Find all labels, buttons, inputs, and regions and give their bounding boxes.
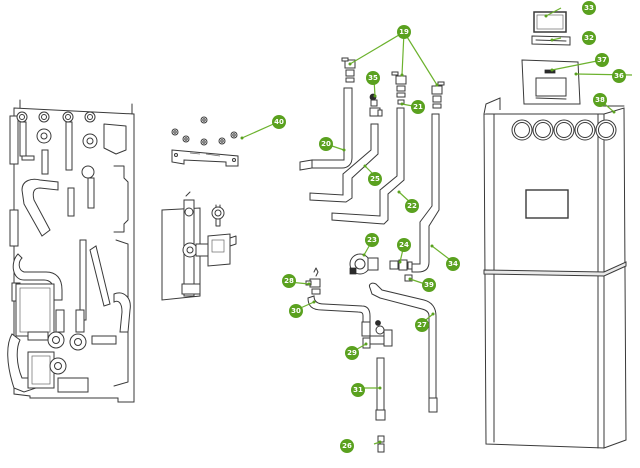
- controller-box: [15, 283, 55, 389]
- callout-31-label: 31: [353, 386, 363, 394]
- callout-24[interactable]: 24: [397, 238, 411, 252]
- pump-valve-subassembly: [161, 191, 237, 301]
- callout-37[interactable]: 37: [595, 53, 609, 67]
- ball-valve-mid: [391, 71, 407, 105]
- callout-27-label: 27: [417, 321, 427, 329]
- callout-40[interactable]: 40: [272, 115, 286, 129]
- callout-25[interactable]: 25: [368, 172, 382, 186]
- callout-36-label: 36: [614, 72, 624, 80]
- callout-22-label: 22: [407, 202, 417, 210]
- callout-37-label: 37: [597, 56, 607, 64]
- callout-layer: 19 20 21 22 23 24 25 26 27 28 29 30 31 3…: [240, 1, 633, 453]
- callout-34[interactable]: 34: [446, 257, 460, 271]
- callout-21[interactable]: 21: [411, 100, 425, 114]
- callout-24-label: 24: [399, 241, 409, 249]
- circulation-pump-23: [349, 253, 379, 275]
- callout-39[interactable]: 39: [422, 278, 436, 292]
- callout-20[interactable]: 20: [319, 137, 333, 151]
- callout-26-label: 26: [342, 442, 352, 450]
- housing-38: [483, 97, 627, 449]
- callout-29[interactable]: 29: [345, 346, 359, 360]
- callout-28-label: 28: [284, 277, 294, 285]
- front-panel-36: [521, 59, 581, 105]
- callout-34-label: 34: [448, 260, 458, 268]
- callout-38-label: 38: [595, 96, 605, 104]
- pipe-set: [299, 57, 445, 453]
- callout-27[interactable]: 27: [415, 318, 429, 332]
- callout-23-label: 23: [367, 236, 377, 244]
- port-openings: [511, 119, 617, 141]
- hydraulic-module: [7, 99, 135, 403]
- callout-32[interactable]: 32: [582, 31, 596, 45]
- callout-28[interactable]: 28: [282, 274, 296, 288]
- callout-22[interactable]: 22: [405, 199, 419, 213]
- callout-33-label: 33: [584, 4, 594, 12]
- callout-40-label: 40: [274, 118, 284, 126]
- callout-36[interactable]: 36: [612, 69, 626, 83]
- callout-23[interactable]: 23: [365, 233, 379, 247]
- callout-30[interactable]: 30: [289, 304, 303, 318]
- display-33: [533, 11, 567, 33]
- callout-32-label: 32: [584, 34, 594, 42]
- callout-20-label: 20: [321, 140, 331, 148]
- callout-19[interactable]: 19: [397, 25, 411, 39]
- callout-35[interactable]: 35: [366, 71, 380, 85]
- valve-35: [369, 93, 383, 117]
- callout-30-label: 30: [291, 307, 301, 315]
- callout-38[interactable]: 38: [593, 93, 607, 107]
- callout-29-label: 29: [347, 349, 357, 357]
- pump-group-top: [9, 111, 98, 217]
- callout-35-label: 35: [368, 74, 378, 82]
- callout-25-label: 25: [370, 175, 380, 183]
- part-40-bracket-kit: [171, 116, 239, 167]
- callout-31[interactable]: 31: [351, 383, 365, 397]
- callout-19-label: 19: [399, 28, 409, 36]
- callout-21-label: 21: [413, 103, 423, 111]
- callout-39-label: 39: [424, 281, 434, 289]
- callout-26[interactable]: 26: [340, 439, 354, 453]
- callout-33[interactable]: 33: [582, 1, 596, 15]
